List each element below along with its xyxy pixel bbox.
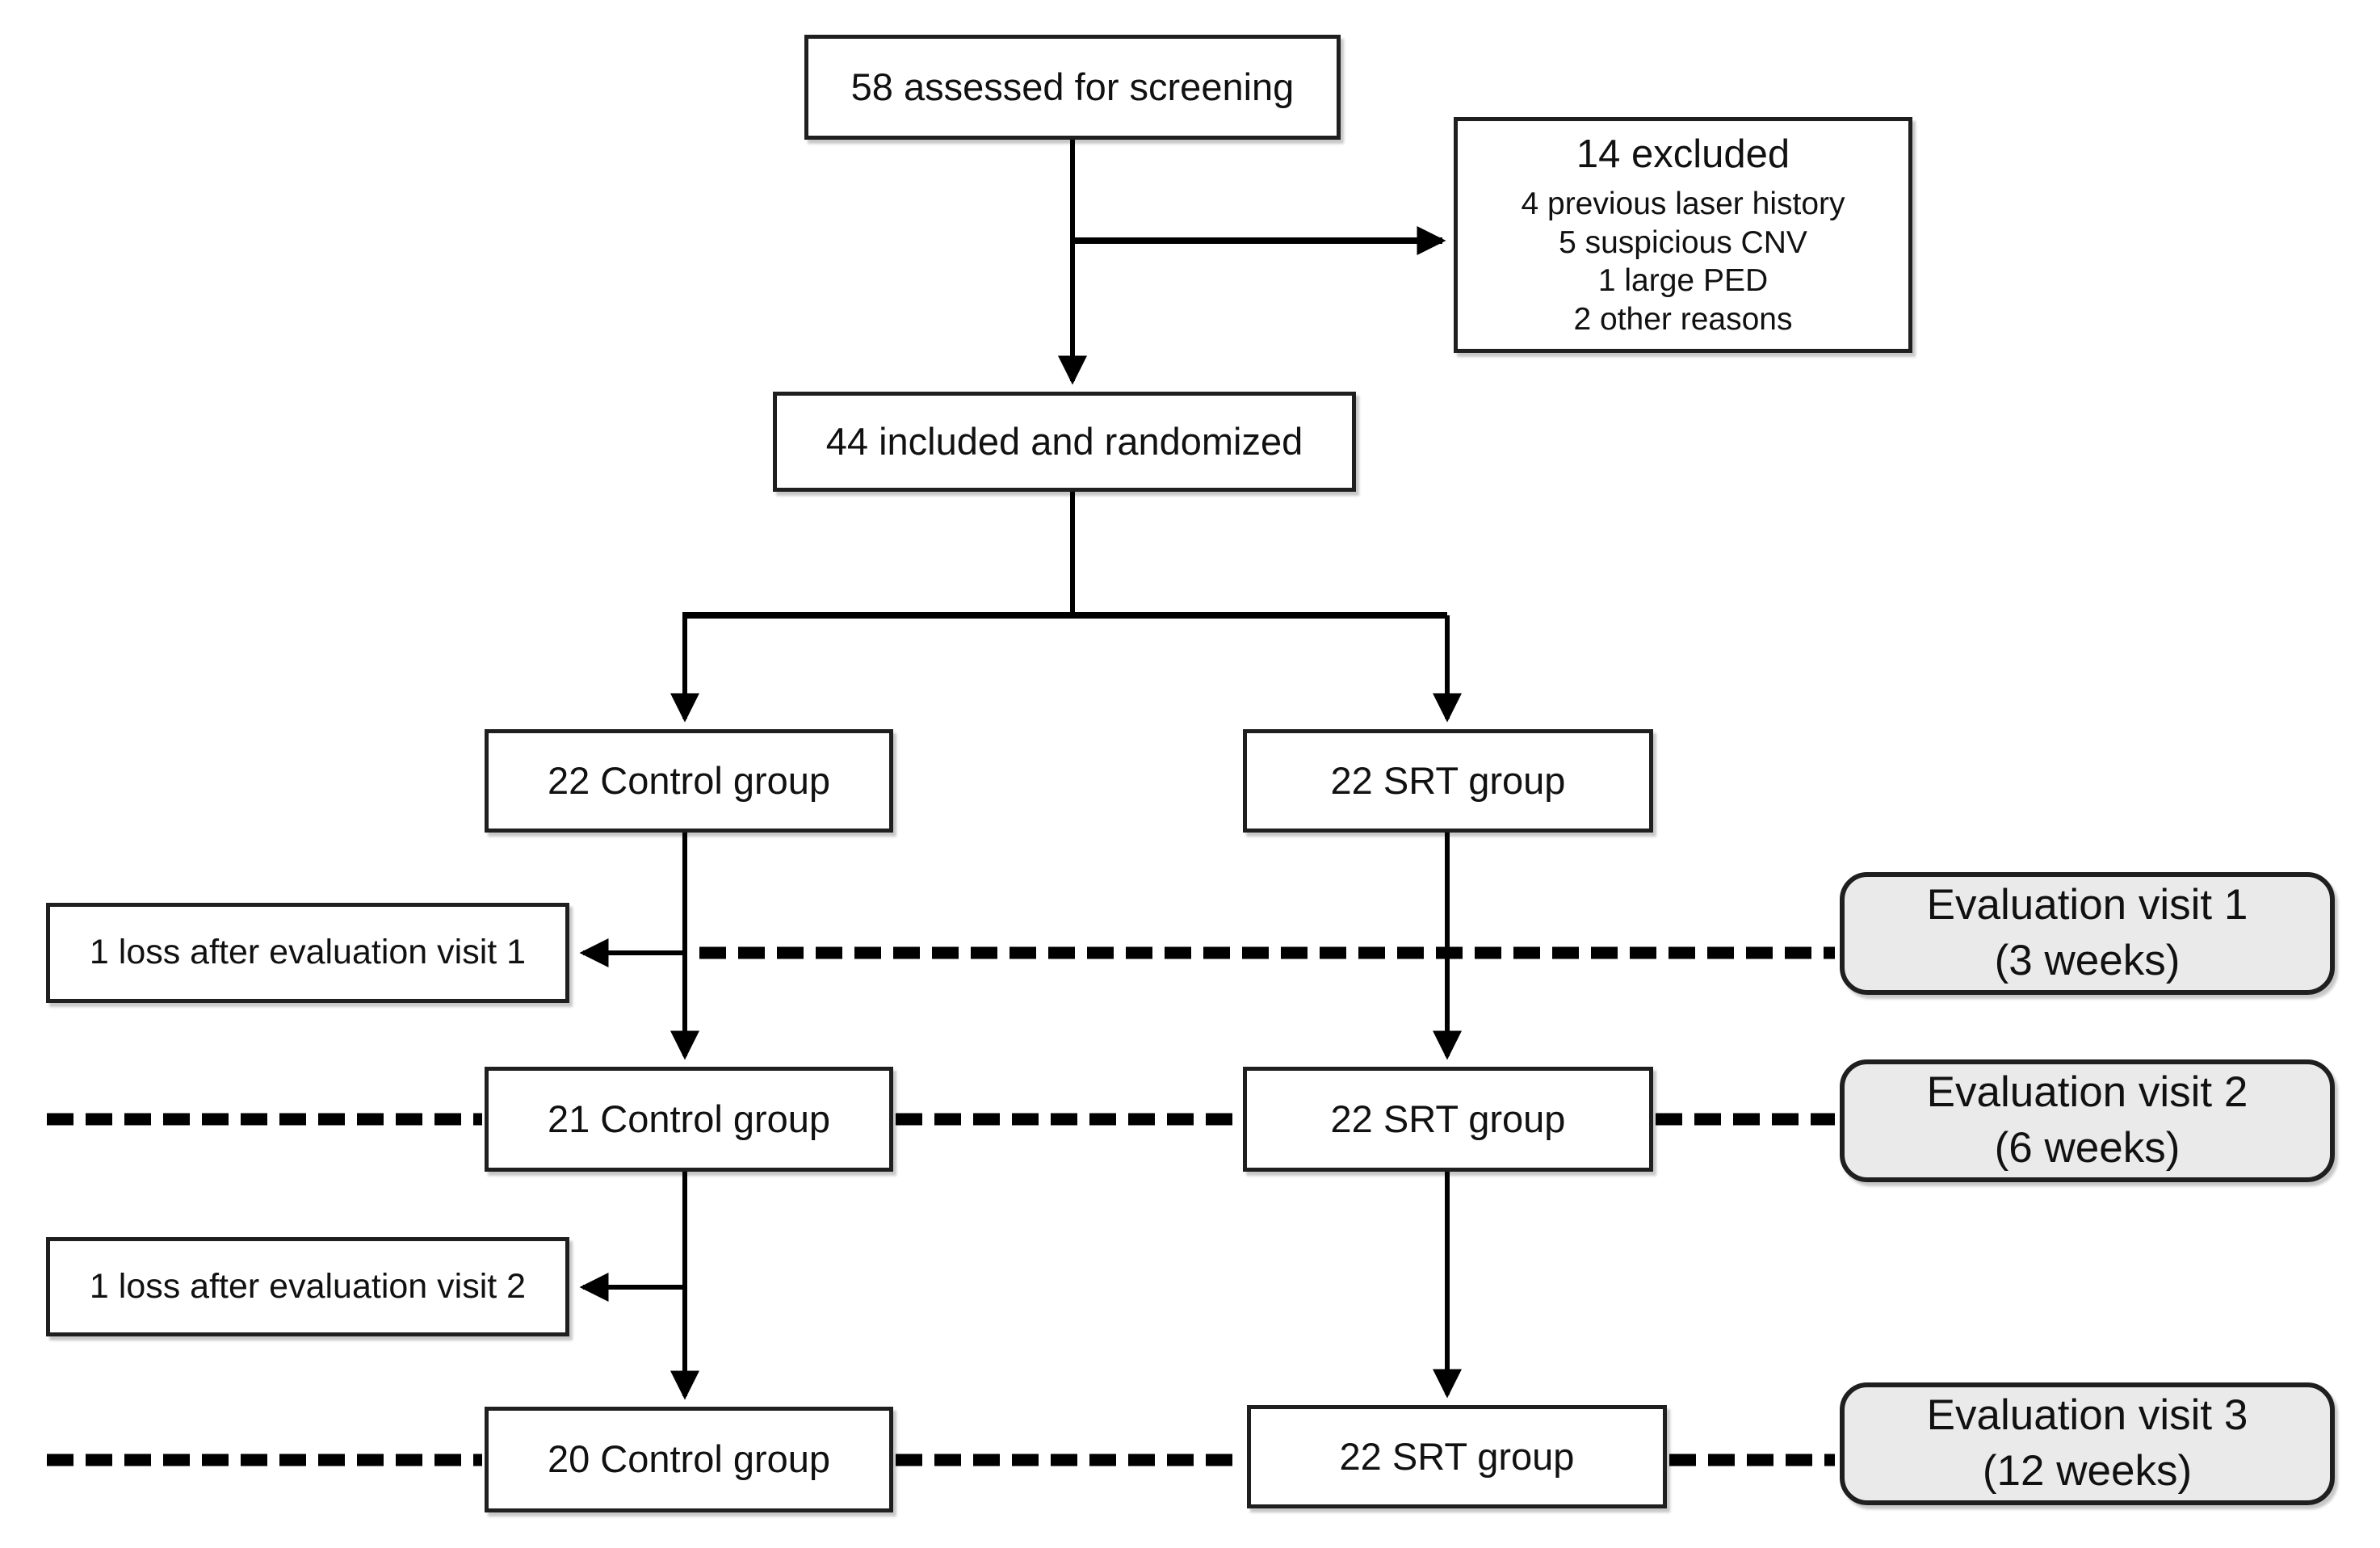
control-group-row3-label: 20 Control group	[547, 1437, 831, 1481]
box-control-group-row1: 22 Control group	[485, 729, 893, 833]
evaluation-visit-1-timing: (3 weeks)	[1994, 937, 2181, 984]
excluded-reason-1: 4 previous laser history	[1521, 187, 1845, 222]
box-evaluation-visit-3: Evaluation visit 3 (12 weeks)	[1840, 1382, 2335, 1505]
box-loss-after-visit-1: 1 loss after evaluation visit 1	[46, 903, 569, 1003]
box-assessed-for-screening: 58 assessed for screening	[804, 35, 1341, 140]
box-loss-after-visit-2: 1 loss after evaluation visit 2	[46, 1237, 569, 1336]
box-evaluation-visit-2: Evaluation visit 2 (6 weeks)	[1840, 1059, 2335, 1182]
control-group-row2-label: 21 Control group	[547, 1097, 831, 1140]
box-evaluation-visit-1: Evaluation visit 1 (3 weeks)	[1840, 872, 2335, 995]
box-srt-group-row3: 22 SRT group	[1247, 1405, 1667, 1508]
srt-group-row2-label: 22 SRT group	[1330, 1097, 1566, 1140]
evaluation-visit-1-title: Evaluation visit 1	[1926, 881, 2248, 929]
excluded-title: 14 excluded	[1576, 132, 1790, 176]
included-and-randomized-label: 44 included and randomized	[825, 419, 1303, 463]
box-excluded: 14 excluded 4 previous laser history 5 s…	[1454, 117, 1912, 353]
excluded-reason-3: 1 large PED	[1597, 263, 1769, 299]
box-srt-group-row2: 22 SRT group	[1243, 1067, 1653, 1172]
evaluation-visit-2-title: Evaluation visit 2	[1926, 1068, 2248, 1117]
excluded-reason-2: 5 suspicious CNV	[1559, 224, 1807, 260]
box-control-group-row2: 21 Control group	[485, 1067, 893, 1172]
box-srt-group-row1: 22 SRT group	[1243, 729, 1653, 833]
evaluation-visit-2-timing: (6 weeks)	[1994, 1124, 2181, 1172]
evaluation-visit-3-timing: (12 weeks)	[1982, 1447, 2193, 1495]
evaluation-visit-3-title: Evaluation visit 3	[1926, 1391, 2248, 1440]
srt-group-row3-label: 22 SRT group	[1339, 1434, 1575, 1478]
box-included-and-randomized: 44 included and randomized	[773, 392, 1356, 492]
excluded-reason-4: 2 other reasons	[1573, 301, 1793, 337]
loss-after-visit-1-label: 1 loss after evaluation visit 1	[89, 933, 527, 972]
box-control-group-row3: 20 Control group	[485, 1407, 893, 1512]
assessed-for-screening-label: 58 assessed for screening	[850, 65, 1295, 108]
loss-after-visit-2-label: 1 loss after evaluation visit 2	[89, 1266, 527, 1306]
control-group-row1-label: 22 Control group	[547, 758, 831, 802]
srt-group-row1-label: 22 SRT group	[1330, 758, 1566, 802]
